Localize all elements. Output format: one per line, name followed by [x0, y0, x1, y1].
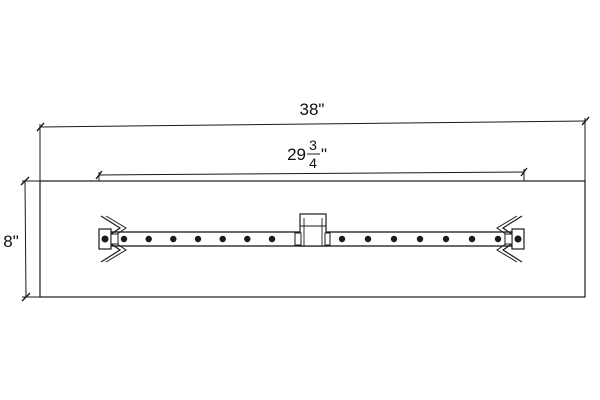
burner-hole — [244, 235, 251, 243]
burner-hole — [364, 235, 372, 243]
overall-length-label: 38" — [300, 100, 325, 119]
burner-length-numerator: 3 — [309, 137, 317, 153]
burner-hole — [390, 235, 398, 243]
right-fitting-nut — [504, 233, 513, 245]
burner-hole — [338, 235, 346, 243]
burner-hole — [494, 235, 502, 243]
center-inlet-bracket — [294, 213, 331, 247]
burner-length-denominator: 4 — [309, 155, 317, 171]
burner-hole — [145, 235, 152, 243]
left-fitting-bolt — [101, 235, 109, 243]
left-fitting-nut — [110, 233, 119, 245]
inlet-collar — [294, 232, 302, 246]
depth-dimension: 8" — [3, 176, 40, 302]
burner-length-whole: 29 — [287, 145, 306, 164]
inlet-collar-right — [324, 232, 331, 246]
burner-hole — [268, 235, 276, 243]
depth-label: 8" — [3, 232, 19, 251]
burner-length-dimension-line — [98, 171, 525, 176]
burner-holes — [120, 235, 502, 243]
overall-length-dimension: 38" — [36, 100, 590, 182]
burner-hole — [219, 235, 226, 243]
burner-length-unit: " — [321, 145, 327, 164]
burner-hole — [120, 235, 128, 243]
left-end-fitting — [98, 215, 127, 263]
depth-dimension-line — [24, 180, 27, 298]
burner-hole — [416, 235, 424, 243]
burner-hole — [442, 235, 450, 243]
overall-length-dimension-line — [39, 120, 586, 128]
burner-hole — [170, 235, 177, 243]
burner-hole — [468, 235, 476, 243]
burner-hole — [194, 235, 202, 243]
right-fitting-bolt — [514, 235, 522, 243]
right-end-fitting — [496, 215, 525, 263]
